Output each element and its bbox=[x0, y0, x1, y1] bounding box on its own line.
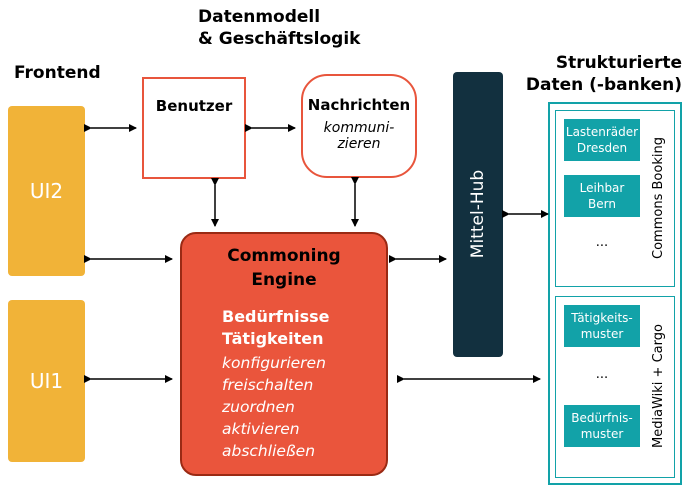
db-item-line: Tätigkeits- bbox=[571, 311, 633, 325]
heading-structured-line1: Strukturierte bbox=[555, 53, 682, 73]
commoning-engine-box: Commoning Engine Bedürfnisse Tätigkeiten… bbox=[180, 232, 388, 476]
db-item-line: muster bbox=[580, 427, 624, 441]
db-item-line: muster bbox=[580, 327, 624, 341]
engine-entities: Bedürfnisse Tätigkeiten bbox=[222, 306, 330, 350]
engine-action-item: aktivieren bbox=[222, 420, 300, 438]
heading-frontend: Frontend bbox=[14, 63, 101, 83]
db-item-beduerfnismuster: Bedürfnis-muster bbox=[564, 405, 640, 447]
nachrichten-sub2: zieren bbox=[337, 136, 381, 152]
db-item-line: Bedürfnis- bbox=[571, 411, 633, 425]
nachrichten-sub1: kommuni- bbox=[323, 120, 395, 136]
engine-action-item: konfigurieren bbox=[222, 354, 326, 372]
nachrichten-box: Nachrichten kommuni- zieren bbox=[301, 74, 417, 178]
heading-datamodel-line2: & Geschäftslogik bbox=[198, 29, 361, 49]
db-item-taetigkeitsmuster: Tätigkeits-muster bbox=[564, 305, 640, 347]
engine-entity-taetigkeiten: Tätigkeiten bbox=[222, 329, 324, 348]
databases-container bbox=[548, 102, 682, 485]
db-item-line: Bern bbox=[588, 197, 616, 211]
engine-entity-beduerfnisse: Bedürfnisse bbox=[222, 307, 330, 326]
db-item-line: Dresden bbox=[576, 141, 628, 155]
engine-title-line1: Commoning bbox=[227, 246, 341, 266]
nachrichten-label: Nachrichten bbox=[307, 96, 411, 114]
engine-action-item: freischalten bbox=[222, 376, 314, 394]
mittel-hub-bar: Mittel-Hub bbox=[453, 72, 503, 357]
mediawiki-ellipsis: ... bbox=[595, 367, 609, 382]
heading-structured-data: Strukturierte Daten (-banken) bbox=[522, 52, 682, 96]
ui1-box: UI1 bbox=[8, 300, 85, 462]
ui2-label: UI2 bbox=[29, 179, 64, 203]
engine-title: Commoning Engine bbox=[182, 244, 386, 292]
heading-datamodel: Datenmodell & Geschäftslogik bbox=[198, 6, 360, 50]
benutzer-label: Benutzer bbox=[155, 97, 233, 115]
db-item-line: Lastenräder bbox=[565, 125, 639, 139]
engine-action-item: abschließen bbox=[222, 442, 316, 460]
heading-datamodel-line1: Datenmodell bbox=[198, 7, 321, 27]
engine-action-item: zuordnen bbox=[222, 398, 295, 416]
ui1-label: UI1 bbox=[29, 369, 64, 393]
engine-actions: konfigurieren freischalten zuordnen akti… bbox=[222, 352, 326, 462]
db-item-line: Leihbar bbox=[579, 181, 625, 195]
engine-title-line2: Engine bbox=[251, 270, 317, 290]
commons-booking-ellipsis: ... bbox=[595, 235, 609, 250]
heading-structured-line2: Daten (-banken) bbox=[525, 75, 682, 95]
mediawiki-cargo-panel: Tätigkeits-muster ... Bedürfnis-muster M… bbox=[555, 296, 675, 478]
ui2-box: UI2 bbox=[8, 106, 85, 276]
